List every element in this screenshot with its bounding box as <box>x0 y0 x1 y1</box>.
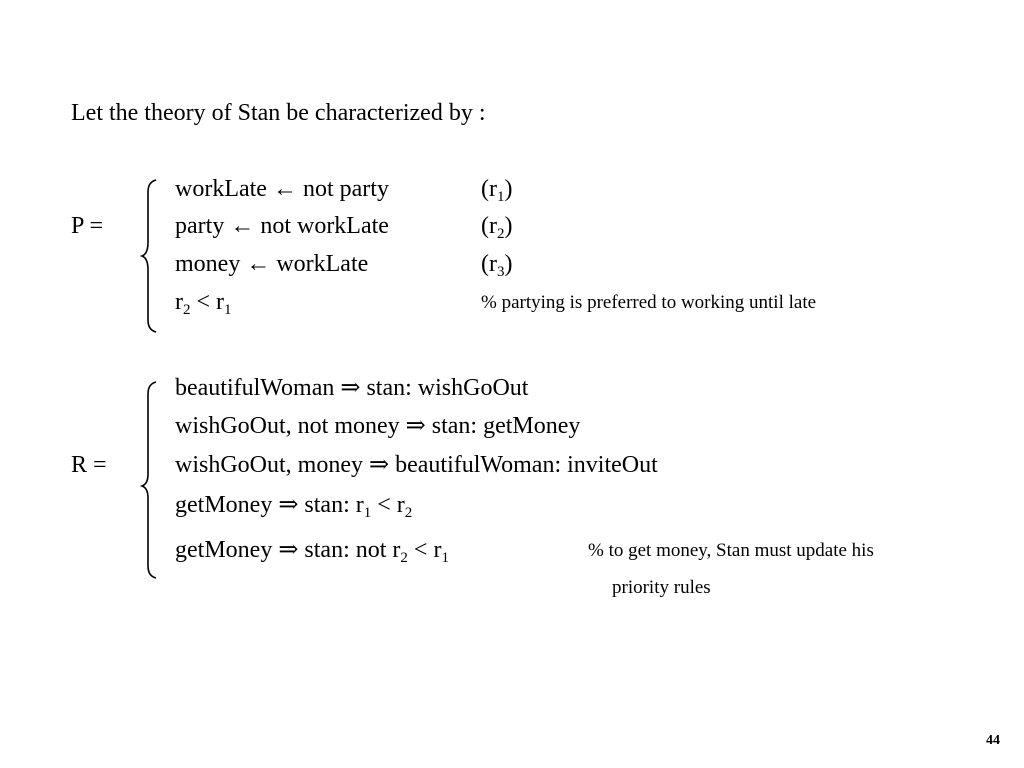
p-label: P = <box>71 213 103 239</box>
p-rule-2: party ← not workLate <box>175 213 389 239</box>
r-rule-4: getMoney ⇒ stan: r1 < r2 <box>175 492 413 521</box>
p-rule-1-tag: (r1) <box>481 176 513 205</box>
p-rule-2-tag: (r2) <box>481 213 513 242</box>
intro-text: Let the theory of Stan be characterized … <box>71 100 486 126</box>
p-rule-3-tag: (r3) <box>481 251 513 280</box>
r-comment-line-1: % to get money, Stan must update his <box>588 540 874 561</box>
p-preference: r2 < r1 <box>175 289 232 318</box>
page-number: 44 <box>986 733 1000 748</box>
r-rule-2: wishGoOut, not money ⇒ stan: getMoney <box>175 413 581 439</box>
r-brace <box>140 381 157 579</box>
r-rule-3: wishGoOut, money ⇒ beautifulWoman: invit… <box>175 452 658 478</box>
r-rule-5: getMoney ⇒ stan: not r2 < r1 <box>175 537 449 566</box>
p-comment: % partying is preferred to working until… <box>481 292 817 313</box>
r-label: R = <box>71 452 107 478</box>
r-comment-line-2: priority rules <box>612 577 711 598</box>
r-rule-1: beautifulWoman ⇒ stan: wishGoOut <box>175 375 529 401</box>
p-rule-3: money ← workLate <box>175 251 369 277</box>
p-rule-1: workLate ← not party <box>175 176 389 202</box>
p-brace <box>140 179 157 333</box>
